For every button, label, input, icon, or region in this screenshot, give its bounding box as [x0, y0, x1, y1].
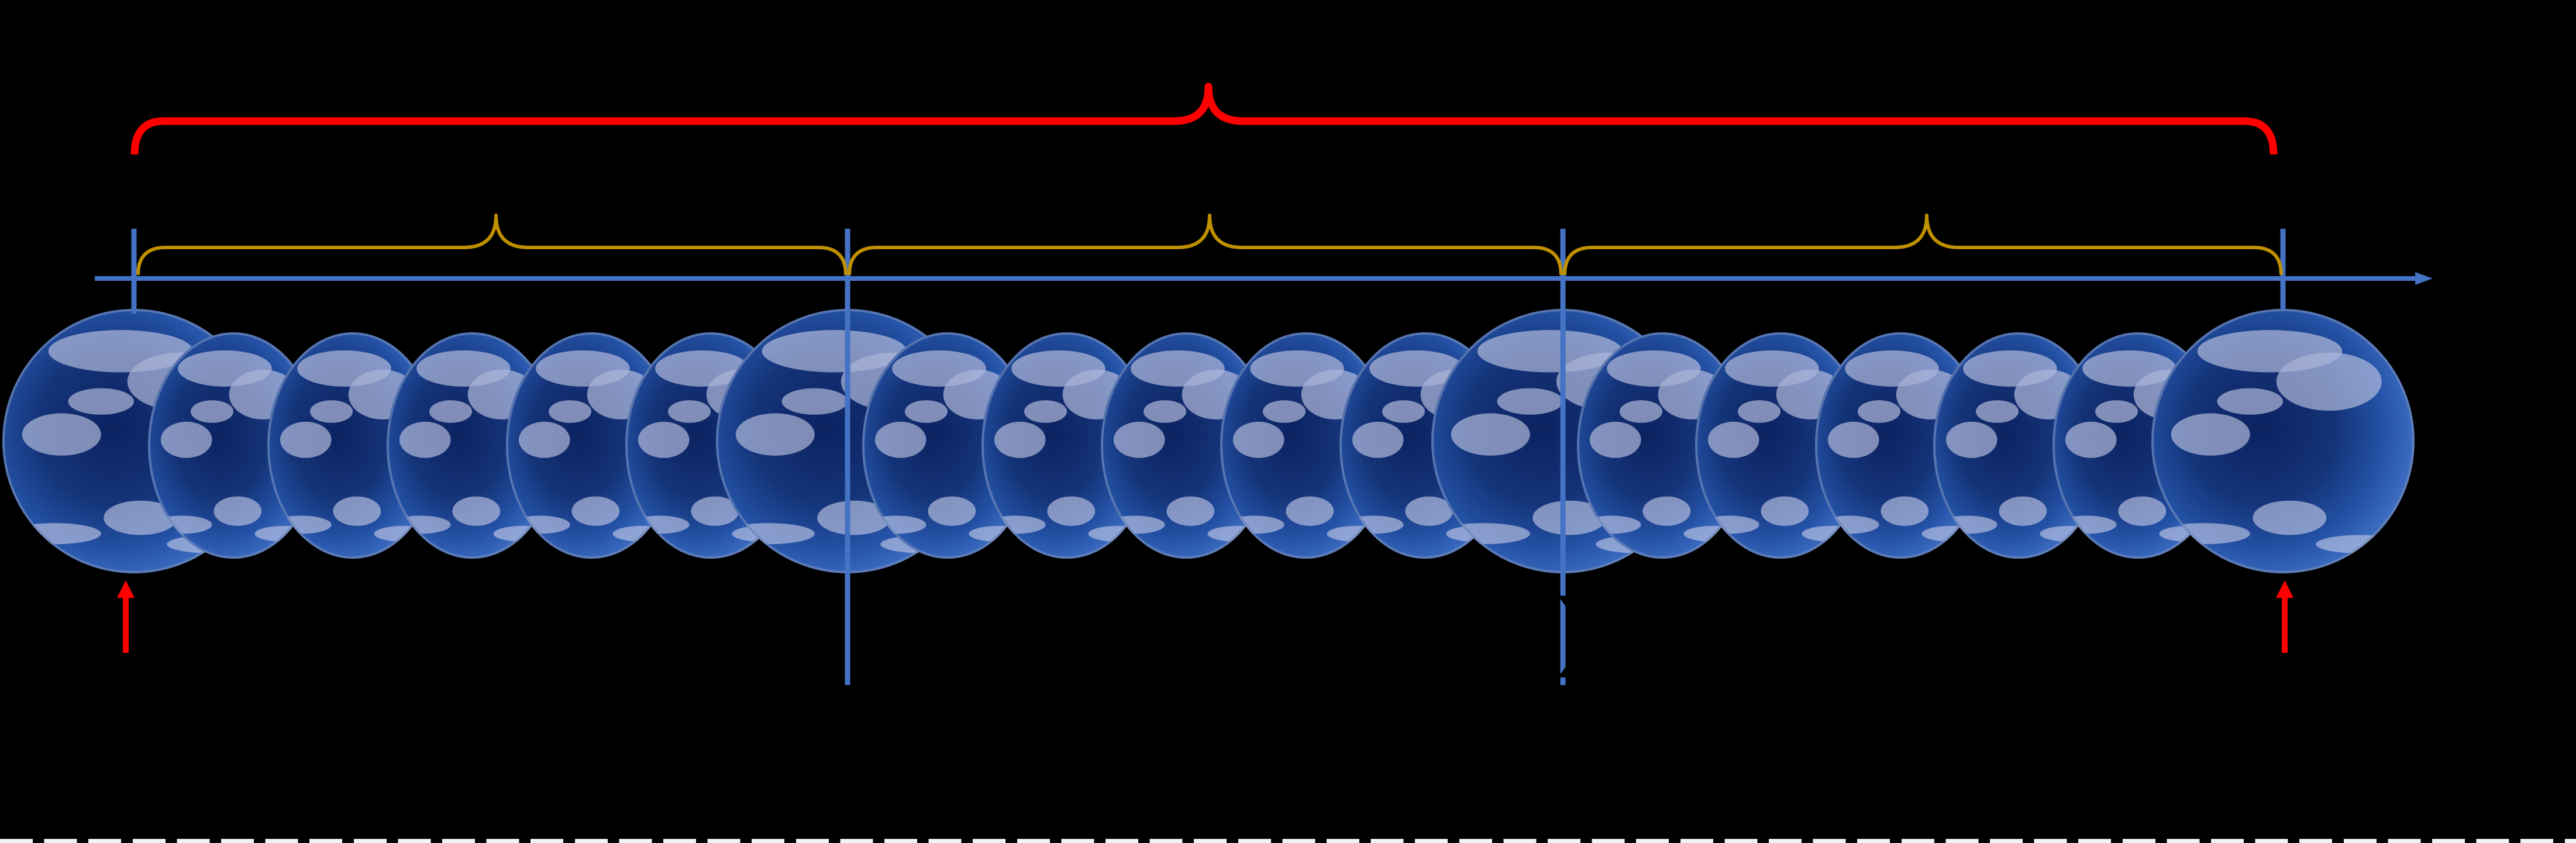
tick-marks [131, 229, 2286, 685]
segment-brace [848, 214, 1563, 276]
axis-arrow-icon [2415, 272, 2433, 285]
cloud-pattern [1105, 350, 1268, 542]
earth-frame [1695, 332, 1866, 559]
cloud-pattern [391, 350, 553, 542]
earth-frame [862, 332, 1033, 559]
hidden-label-glyph: ) [1557, 580, 1586, 678]
cloud-pattern [2158, 330, 2408, 554]
segment-brace [136, 214, 848, 276]
earth-frame [1815, 332, 1986, 559]
cloud-pattern [510, 350, 673, 542]
time-axis [95, 272, 2433, 285]
earth-sequence [2, 309, 2415, 573]
earth-frame [387, 332, 557, 559]
total-brace [130, 82, 2278, 155]
earth-frame [1101, 332, 1272, 559]
total-span-brace [130, 82, 2278, 155]
marker-arrows [117, 580, 2293, 653]
cloud-pattern [152, 350, 315, 542]
earth-frame [1577, 332, 1748, 559]
start-marker-arrow-icon [117, 580, 135, 653]
earth-frame [148, 332, 319, 559]
dashed-border [0, 839, 2576, 843]
earth-keyframe [2151, 309, 2415, 573]
segment-braces [136, 214, 2283, 276]
earth-frame [267, 332, 438, 559]
cloud-pattern [1699, 350, 1862, 542]
earth-frame [982, 332, 1152, 559]
segment-brace [1563, 214, 2283, 276]
end-marker-arrow-icon [2276, 580, 2293, 653]
earth-frame [506, 332, 677, 559]
